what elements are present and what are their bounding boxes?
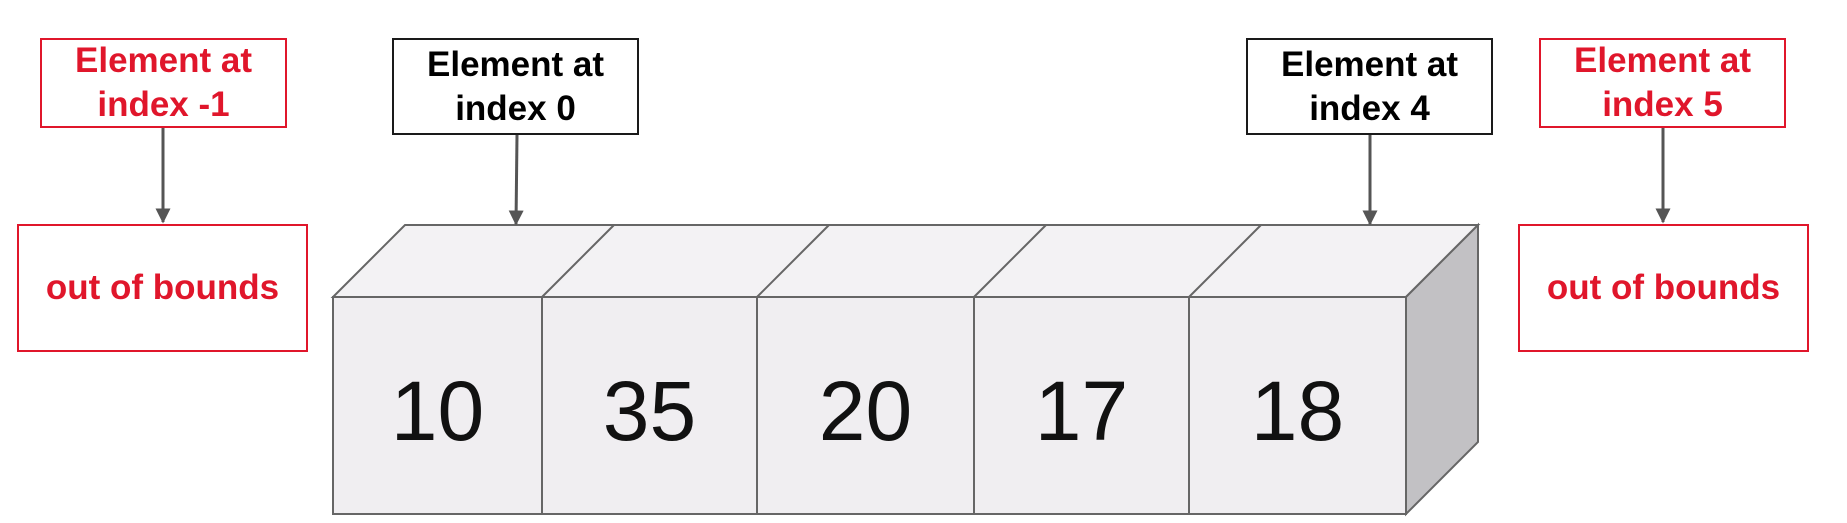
array-cell-value: 18 bbox=[1251, 364, 1344, 458]
arrow-index-0 bbox=[508, 134, 524, 226]
label-index-5: Element at index 5 bbox=[1539, 38, 1786, 128]
top-face-divider bbox=[973, 224, 1047, 298]
top-face-divider bbox=[1188, 224, 1262, 298]
out-of-bounds-left: out of bounds bbox=[17, 224, 308, 352]
array-cell-value: 10 bbox=[391, 364, 484, 458]
array-cell-value: 20 bbox=[819, 364, 912, 458]
array-cell bbox=[973, 296, 1190, 515]
out-of-bounds-right: out of bounds bbox=[1518, 224, 1809, 352]
label-index-4: Element at index 4 bbox=[1246, 38, 1493, 135]
array-top-face bbox=[330, 224, 1481, 298]
label-index-0: Element at index 0 bbox=[392, 38, 639, 135]
top-face-divider bbox=[756, 224, 830, 298]
top-face-divider bbox=[541, 224, 615, 298]
array-cell bbox=[1188, 296, 1407, 515]
array-cell bbox=[332, 296, 543, 515]
array-cell-value: 17 bbox=[1035, 364, 1128, 458]
array-cell bbox=[541, 296, 758, 515]
label-index-minus-1: Element at index -1 bbox=[40, 38, 287, 128]
array-cell-value: 35 bbox=[603, 364, 696, 458]
